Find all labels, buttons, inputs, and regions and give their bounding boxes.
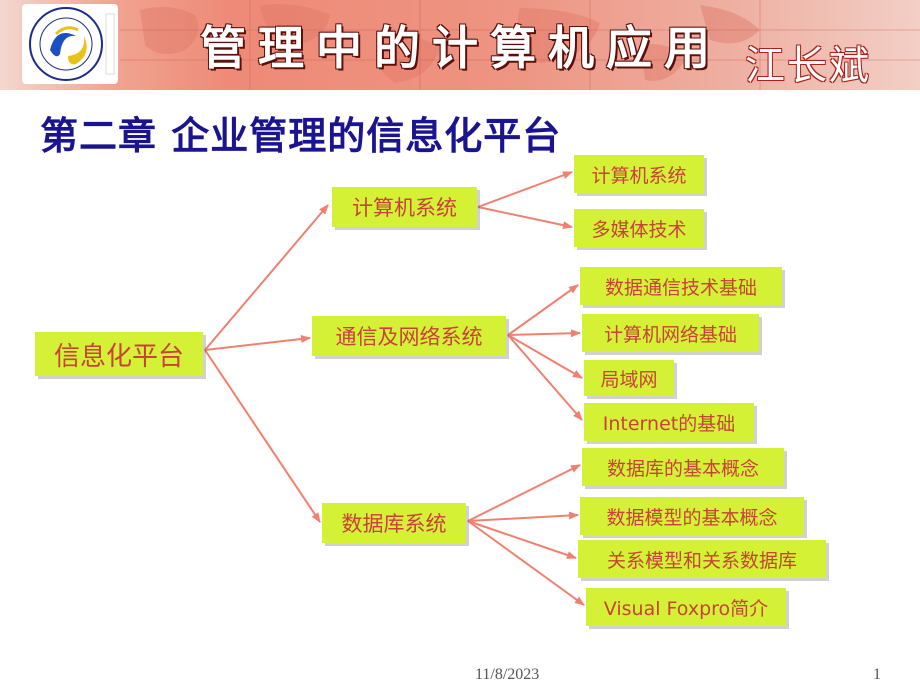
leaf-relational-model: 关系模型和关系数据库 [578,540,826,578]
header-banner: 管理中的计算机应用 江长斌 [0,0,920,90]
author-name: 江长斌 [745,43,871,89]
chapter-title: 第二章 企业管理的信息化平台 [40,114,562,158]
leaf-internet: Internet的基础 [584,403,754,441]
leaf-multimedia: 多媒体技术 [574,209,704,247]
node-root: 信息化平台 [35,332,203,376]
world-map-background [120,0,920,90]
leaf-visual-foxpro: Visual Foxpro简介 [586,588,786,626]
leaf-computer-system: 计算机系统 [574,155,704,193]
leaf-data-communication: 数据通信技术基础 [580,267,782,305]
node-database-system: 数据库系统 [322,503,466,543]
slide-date: 11/8/2023 [475,666,540,683]
leaf-data-model: 数据模型的基本概念 [580,497,804,535]
node-computer-system: 计算机系统 [332,187,477,227]
university-logo [22,4,118,84]
leaf-network-basics: 计算机网络基础 [582,314,759,352]
leaf-db-concepts: 数据库的基本概念 [582,448,784,486]
leaf-lan: 局域网 [584,360,674,396]
slide-number: 1 [873,666,881,683]
course-title: 管理中的计算机应用 [200,21,722,75]
node-network-system: 通信及网络系统 [312,316,506,356]
